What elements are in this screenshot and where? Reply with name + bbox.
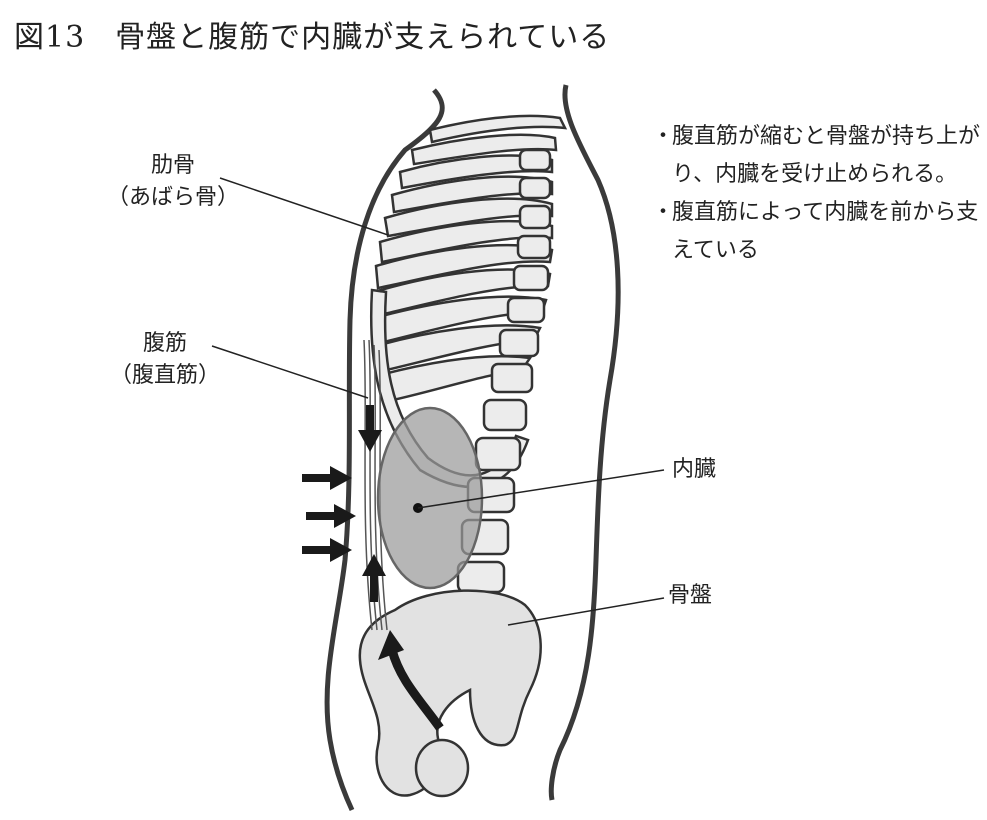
label-rib-reading: （あばら骨） [106,185,239,210]
label-abdominal-name: 腹筋 [142,331,187,356]
arrow-right-3 [302,538,352,562]
figure-number: 図13 [14,20,86,55]
note-bullet-2: ・ [652,200,675,225]
label-abdominal: 腹筋 （腹直筋） [90,328,240,392]
note-bullet-1: ・ [652,124,675,149]
body-outline-left [324,88,445,812]
note-text-1: 腹直筋が縮むと骨盤が持ち上がり、内臓を受け止められる。 [672,124,981,187]
viscera-shape [376,406,484,590]
leader-pelvis [507,597,665,626]
label-rib-name: 肋骨 [150,153,195,178]
note-item-1: ・ 腹直筋が縮むと骨盤が持ち上がり、内臓を受け止められる。 [652,118,982,194]
note-text-2: 腹直筋によって内臓を前から支えている [672,200,979,263]
arrow-up [362,554,386,602]
note-item-2: ・ 腹直筋によって内臓を前から支えている [652,194,982,270]
figure-caption: 骨盤と腹筋で内臓が支えられている [115,20,611,55]
arrow-down [358,405,382,452]
arrow-right-2 [306,504,356,528]
support-arrows [302,405,444,731]
pelvis-bone [358,589,542,798]
label-rib: 肋骨 （あばら骨） [98,150,248,214]
explanation-notes: ・ 腹直筋が縮むと骨盤が持ち上がり、内臓を受け止められる。 ・ 腹直筋によって内… [652,118,982,270]
leader-lines [211,177,665,626]
arrow-right-1 [302,466,352,490]
leader-viscera [417,469,665,509]
arrow-curved [378,630,444,731]
label-pelvis: 骨盤 [668,583,713,608]
label-abdominal-detail: （腹直筋） [109,363,220,388]
leader-abdominal [211,345,369,399]
label-viscera: 内臓 [672,457,717,482]
leader-rib [219,177,389,236]
figure-title: 図13 骨盤と腹筋で内臓が支えられている [14,12,610,56]
body-outline-right [548,84,621,801]
